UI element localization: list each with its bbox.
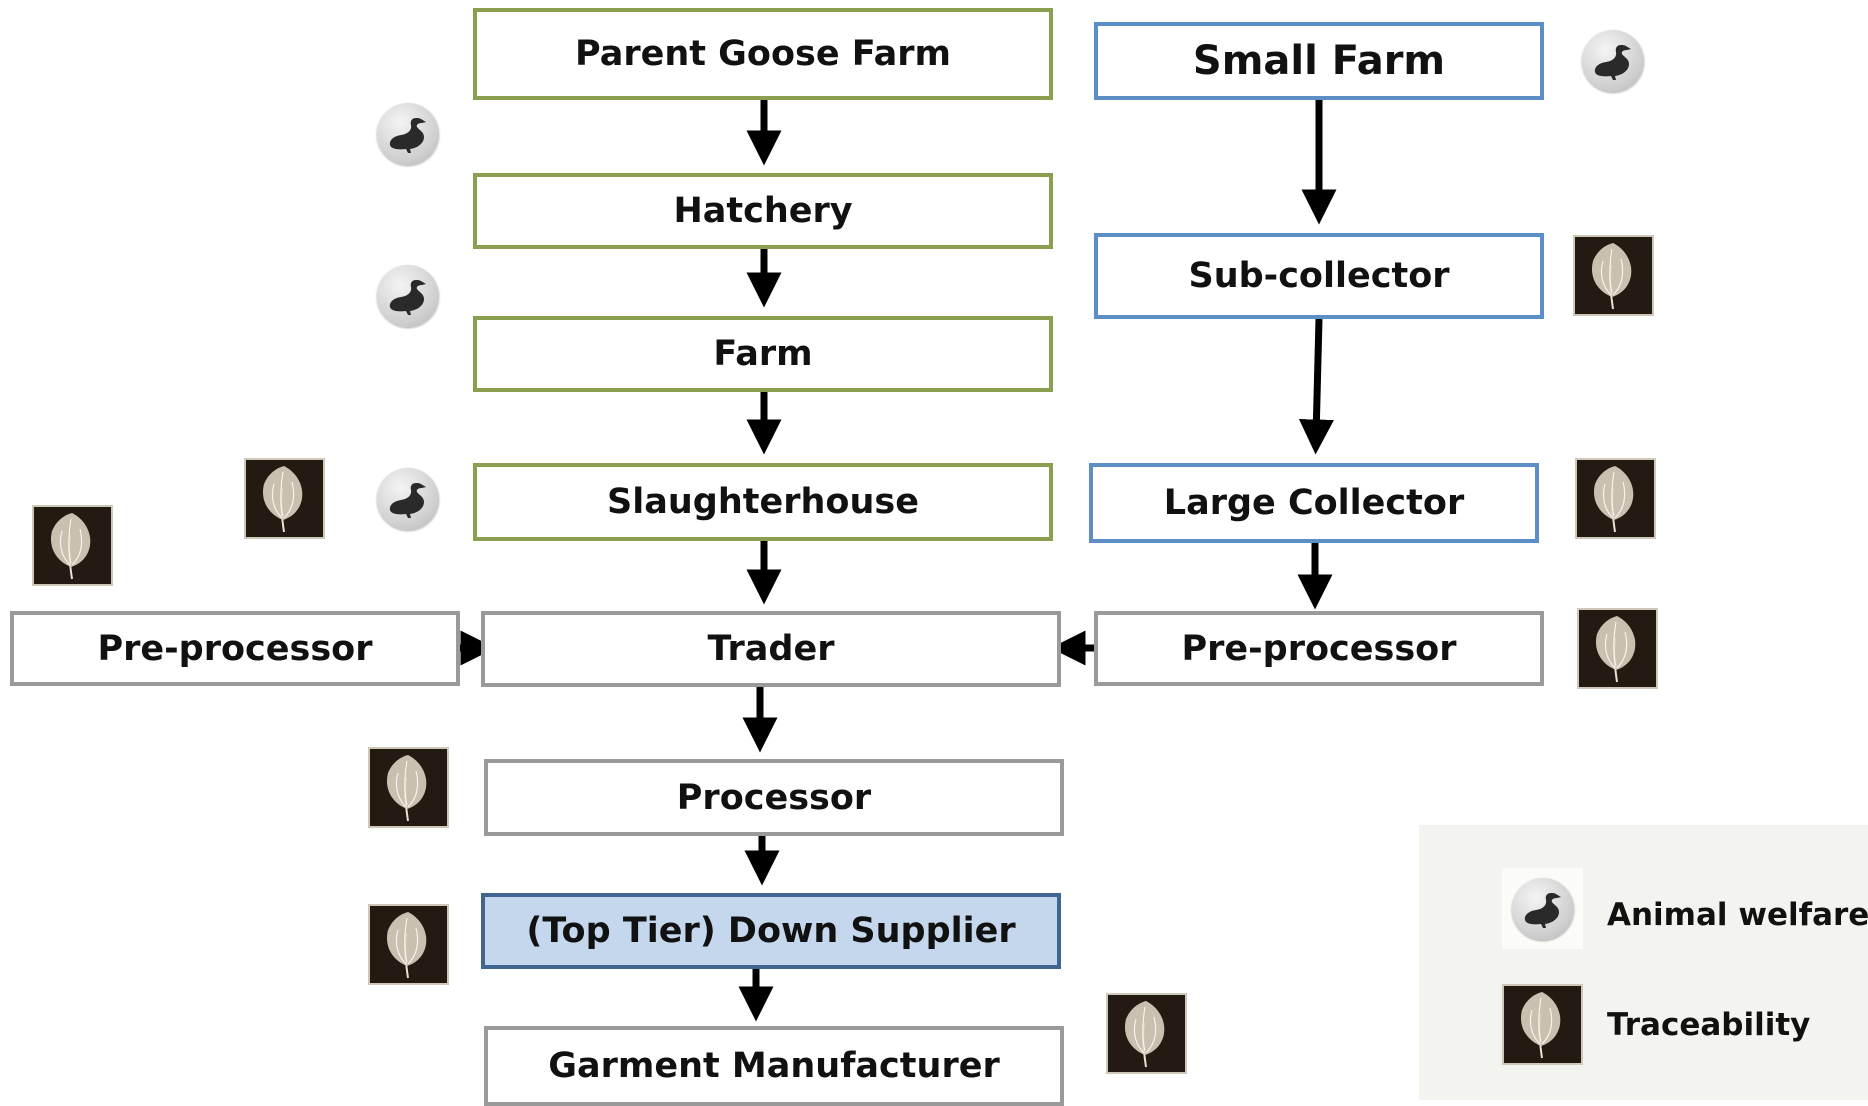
traceability-icon bbox=[1577, 608, 1658, 689]
traceability-icon bbox=[368, 747, 449, 828]
legend: Animal welfare Traceability bbox=[1419, 825, 1868, 1100]
node-top-tier-down-supplier: (Top Tier) Down Supplier bbox=[481, 893, 1061, 969]
traceability-icon bbox=[1502, 984, 1583, 1065]
node-pre-processor-left: Pre-processor bbox=[10, 611, 460, 686]
animal-welfare-icon bbox=[377, 103, 439, 165]
traceability-icon bbox=[1575, 458, 1656, 539]
traceability-icon bbox=[1106, 993, 1187, 1074]
animal-welfare-icon bbox=[377, 265, 439, 327]
node-processor: Processor bbox=[484, 759, 1064, 836]
legend-animal-welfare-label: Animal welfare bbox=[1607, 897, 1868, 933]
node-sub-collector: Sub-collector bbox=[1094, 233, 1544, 319]
node-hatchery: Hatchery bbox=[473, 173, 1053, 249]
node-pre-processor-right: Pre-processor bbox=[1094, 611, 1544, 686]
node-large-collector: Large Collector bbox=[1089, 463, 1539, 543]
animal-welfare-icon bbox=[377, 468, 439, 530]
node-trader: Trader bbox=[481, 611, 1061, 687]
node-farm: Farm bbox=[473, 316, 1053, 392]
node-small-farm: Small Farm bbox=[1094, 22, 1544, 100]
traceability-icon bbox=[32, 505, 113, 586]
legend-traceability-label: Traceability bbox=[1607, 1007, 1811, 1043]
legend-animal-welfare-swatch bbox=[1502, 868, 1583, 949]
traceability-icon bbox=[1573, 235, 1654, 316]
animal-welfare-icon bbox=[1582, 30, 1644, 92]
traceability-icon bbox=[244, 458, 325, 539]
traceability-icon bbox=[368, 904, 449, 985]
arrow-subcollector-to-largecollector bbox=[1298, 318, 1334, 455]
node-parent-goose-farm: Parent Goose Farm bbox=[473, 8, 1053, 100]
animal-welfare-icon bbox=[1512, 878, 1574, 940]
node-slaughterhouse: Slaughterhouse bbox=[473, 463, 1053, 541]
node-garment-manufacturer: Garment Manufacturer bbox=[484, 1026, 1064, 1106]
